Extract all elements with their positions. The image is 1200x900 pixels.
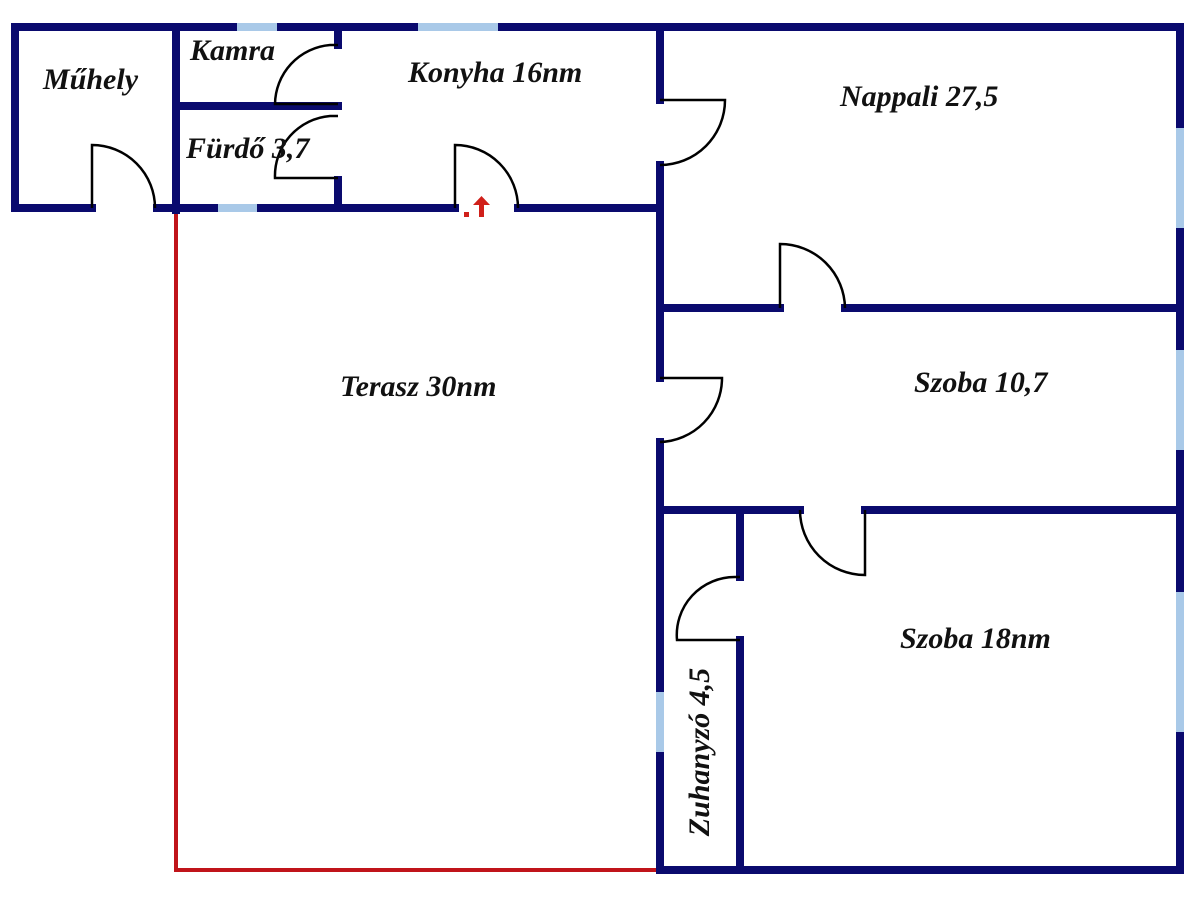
windows [218,23,1184,752]
doors [90,43,867,642]
up-arrow-icon [464,196,490,217]
room-label-konyha: Konyha 16nm [408,56,583,89]
terrace-outline [174,212,658,872]
room-label-furdo: Fürdő 3,7 [186,132,310,165]
room-label-muhely: Műhely [43,63,139,96]
room-label-szoba-10-7: Szoba 10,7 [914,366,1048,399]
room-label-zuhanyzo: Zuhanyzó 4,5 [683,667,716,837]
room-label-szoba-18: Szoba 18nm [900,622,1051,655]
room-label-nappali: Nappali 27,5 [840,80,999,113]
room-label-kamra: Kamra [190,34,276,67]
room-label-terasz: Terasz 30nm [340,370,497,403]
